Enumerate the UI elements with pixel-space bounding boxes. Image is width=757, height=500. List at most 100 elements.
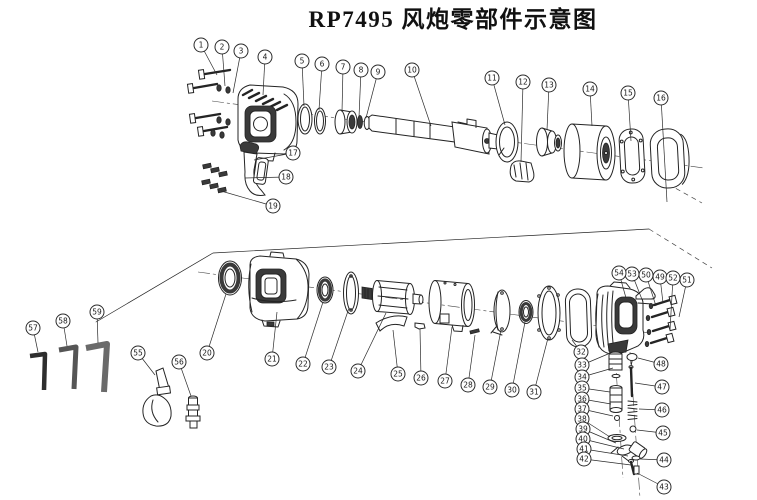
callout-51: 51 (678, 272, 695, 318)
callout-13: 13 (541, 77, 557, 131)
svg-text:42: 42 (579, 455, 589, 464)
callout-26: 26 (413, 328, 429, 386)
svg-text:21: 21 (267, 355, 277, 364)
callout-38: 38 (574, 411, 611, 438)
flanged-bushing (536, 127, 562, 157)
front-bearing-small (316, 276, 334, 304)
valve-chain (607, 351, 627, 442)
svg-text:15: 15 (623, 89, 633, 98)
callout-15: 15 (620, 85, 636, 142)
svg-text:33: 33 (577, 361, 587, 370)
callout-30: 30 (504, 321, 526, 398)
svg-text:11: 11 (487, 74, 497, 83)
callout-48: 48 (637, 356, 669, 372)
spacer-ring (314, 107, 326, 135)
vane-key (414, 322, 426, 330)
hammer-case (563, 123, 616, 181)
svg-text:35: 35 (577, 384, 587, 393)
svg-text:59: 59 (92, 308, 102, 317)
cylinder (428, 280, 475, 332)
callout-16: 16 (653, 90, 669, 203)
reverse-valve-parts (626, 353, 641, 475)
svg-text:6: 6 (320, 60, 325, 69)
svg-text:18: 18 (281, 173, 291, 182)
motor-housing (248, 251, 310, 328)
back-plate (537, 285, 561, 341)
svg-text:20: 20 (202, 349, 212, 358)
svg-text:46: 46 (657, 406, 667, 415)
svg-text:30: 30 (507, 386, 517, 395)
svg-text:49: 49 (655, 273, 665, 282)
callout-35: 35 (574, 380, 611, 396)
svg-text:16: 16 (656, 94, 666, 103)
callout-40: 40 (575, 431, 625, 450)
callout-21: 21 (264, 311, 280, 367)
svg-text:51: 51 (682, 276, 692, 285)
svg-text:45: 45 (658, 429, 668, 438)
anvil-shaft (368, 114, 499, 155)
handle-assembly (201, 141, 269, 196)
callout-57: 57 (25, 320, 41, 353)
rear-grip-housing (595, 281, 656, 355)
callout-54: 54 (611, 265, 627, 299)
callout-9: 9 (365, 64, 386, 119)
svg-text:19: 19 (268, 202, 278, 211)
callout-7: 7 (335, 59, 351, 113)
svg-text:54: 54 (614, 269, 624, 278)
svg-text:25: 25 (393, 370, 403, 379)
housing-bolt (186, 82, 219, 94)
svg-text:7: 7 (341, 63, 346, 72)
svg-text:56: 56 (174, 358, 184, 367)
small-washer (357, 115, 363, 129)
callout-17: 17 (253, 145, 301, 161)
callout-3: 3 (232, 43, 249, 94)
callout-19: 19 (220, 190, 281, 214)
svg-text:13: 13 (544, 81, 554, 90)
svg-text:55: 55 (133, 349, 143, 358)
svg-text:5: 5 (300, 57, 305, 66)
svg-text:9: 9 (376, 68, 381, 77)
callout-14: 14 (582, 81, 598, 127)
page-title: RP7495 风炮零部件示意图 (309, 6, 598, 32)
callout-59: 59 (89, 304, 105, 344)
callout-42: 42 (576, 451, 632, 467)
handle-screws (201, 162, 228, 194)
callout-25: 25 (390, 329, 406, 382)
callout-45: 45 (636, 425, 671, 441)
gasket-plate (618, 128, 646, 184)
callout-11: 11 (484, 70, 506, 126)
callout-58: 58 (55, 313, 71, 347)
svg-text:58: 58 (58, 317, 68, 326)
svg-text:38: 38 (577, 415, 587, 424)
svg-text:48: 48 (656, 360, 666, 369)
svg-text:27: 27 (440, 377, 450, 386)
svg-text:37: 37 (577, 405, 587, 414)
bushing (334, 109, 358, 135)
callout-27: 27 (437, 326, 453, 389)
svg-text:23: 23 (324, 363, 334, 372)
svg-text:1: 1 (199, 41, 204, 50)
grease-fitting (185, 395, 201, 429)
svg-text:22: 22 (298, 360, 308, 369)
hex-key-large (85, 341, 110, 393)
rotor (361, 280, 424, 315)
callout-6: 6 (314, 56, 330, 111)
svg-text:28: 28 (463, 381, 473, 390)
svg-text:10: 10 (407, 66, 417, 75)
housing-o-ring (564, 288, 593, 348)
svg-text:2: 2 (220, 43, 225, 52)
callout-55: 55 (130, 345, 156, 376)
svg-text:36: 36 (577, 395, 587, 404)
callout-2: 2 (214, 39, 230, 87)
callout-22: 22 (295, 301, 324, 372)
svg-text:12: 12 (518, 78, 528, 87)
svg-text:29: 29 (485, 383, 495, 392)
callout-4: 4 (257, 49, 273, 96)
callout-18: 18 (244, 169, 294, 185)
rotor-vane (375, 315, 408, 332)
svg-text:39: 39 (578, 425, 588, 434)
o-ring (297, 103, 313, 135)
housing-bolts (644, 294, 678, 347)
